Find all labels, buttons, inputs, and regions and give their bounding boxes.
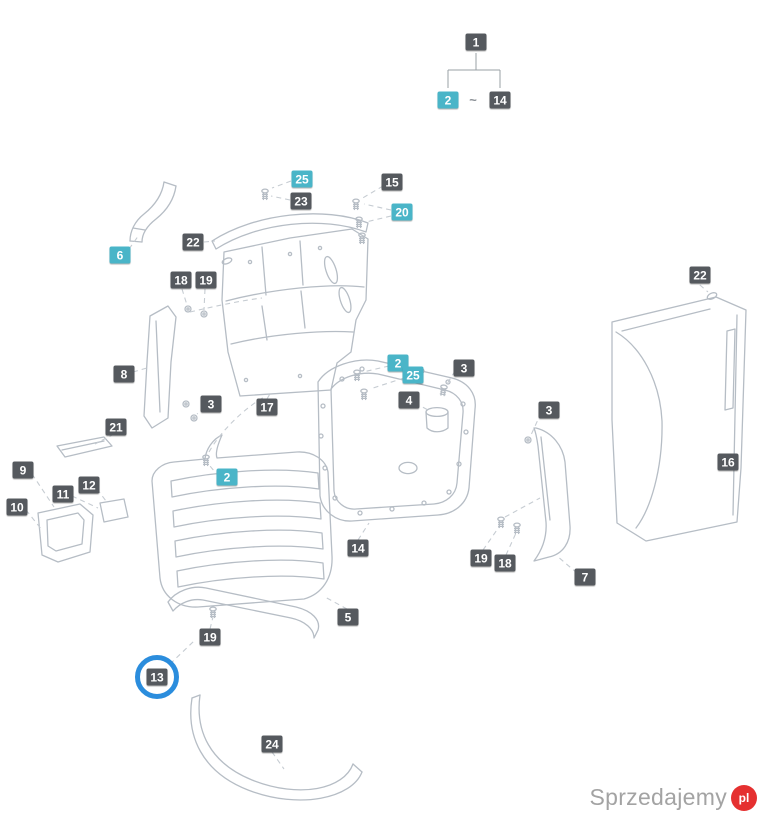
part-label-18: 18 bbox=[494, 554, 516, 572]
part-label-1: 1 bbox=[465, 33, 487, 51]
part-label-3: 3 bbox=[538, 401, 560, 419]
part-panel-17 bbox=[221, 228, 369, 397]
part-label-16: 16 bbox=[717, 453, 739, 471]
part-label-3: 3 bbox=[453, 359, 475, 377]
watermark-dot-icon: pl bbox=[731, 784, 757, 811]
part-label-25: 25 bbox=[291, 170, 313, 188]
part-label-14: 14 bbox=[489, 91, 511, 109]
part-pillar-8 bbox=[143, 305, 208, 429]
part-label-14: 14 bbox=[347, 539, 369, 557]
part-strip-13 bbox=[167, 586, 320, 639]
part-label-11: 11 bbox=[52, 485, 74, 503]
part-label-18: 18 bbox=[170, 271, 192, 289]
part-pad-12 bbox=[99, 498, 129, 523]
part-label-24: 24 bbox=[261, 735, 283, 753]
range-separator: ~ bbox=[469, 92, 477, 108]
part-label-22: 22 bbox=[689, 266, 711, 284]
part-strip-7 bbox=[497, 427, 571, 562]
part-label-22: 22 bbox=[182, 233, 204, 251]
part-label-6: 6 bbox=[109, 246, 131, 264]
part-label-9: 9 bbox=[12, 461, 34, 479]
part-label-5: 5 bbox=[337, 608, 359, 626]
part-label-13: 13 bbox=[146, 668, 168, 686]
part-label-19: 19 bbox=[195, 271, 217, 289]
tree-connector bbox=[447, 53, 501, 88]
part-label-23: 23 bbox=[290, 192, 312, 210]
part-label-7: 7 bbox=[574, 568, 596, 586]
part-molding-22 bbox=[211, 213, 369, 265]
watermark-brand: Sprzedajemy bbox=[589, 784, 727, 810]
part-label-21: 21 bbox=[105, 418, 127, 436]
highlight-ring bbox=[135, 655, 179, 699]
part-bracket-4 bbox=[425, 406, 449, 433]
part-panel-14 bbox=[317, 359, 476, 522]
part-label-10: 10 bbox=[6, 498, 28, 516]
part-label-25: 25 bbox=[402, 366, 424, 384]
part-label-17: 17 bbox=[256, 398, 278, 416]
part-clip-22 bbox=[706, 292, 718, 300]
part-hose-6 bbox=[129, 181, 177, 243]
part-label-12: 12 bbox=[78, 476, 100, 494]
part-bracket-9 bbox=[37, 503, 94, 563]
part-label-19: 19 bbox=[470, 549, 492, 567]
part-label-4: 4 bbox=[398, 391, 420, 409]
part-seal-24 bbox=[190, 694, 363, 801]
part-label-19: 19 bbox=[199, 628, 221, 646]
watermark-tld: pl bbox=[738, 790, 750, 805]
part-label-3: 3 bbox=[200, 395, 222, 413]
part-label-20: 20 bbox=[391, 203, 413, 221]
part-label-2: 2 bbox=[437, 91, 459, 109]
part-label-2: 2 bbox=[216, 468, 238, 486]
part-door-panel-16 bbox=[611, 296, 747, 542]
watermark: Sprzedajemy pl bbox=[589, 784, 757, 811]
part-label-15: 15 bbox=[381, 173, 403, 191]
part-label-8: 8 bbox=[113, 365, 135, 383]
